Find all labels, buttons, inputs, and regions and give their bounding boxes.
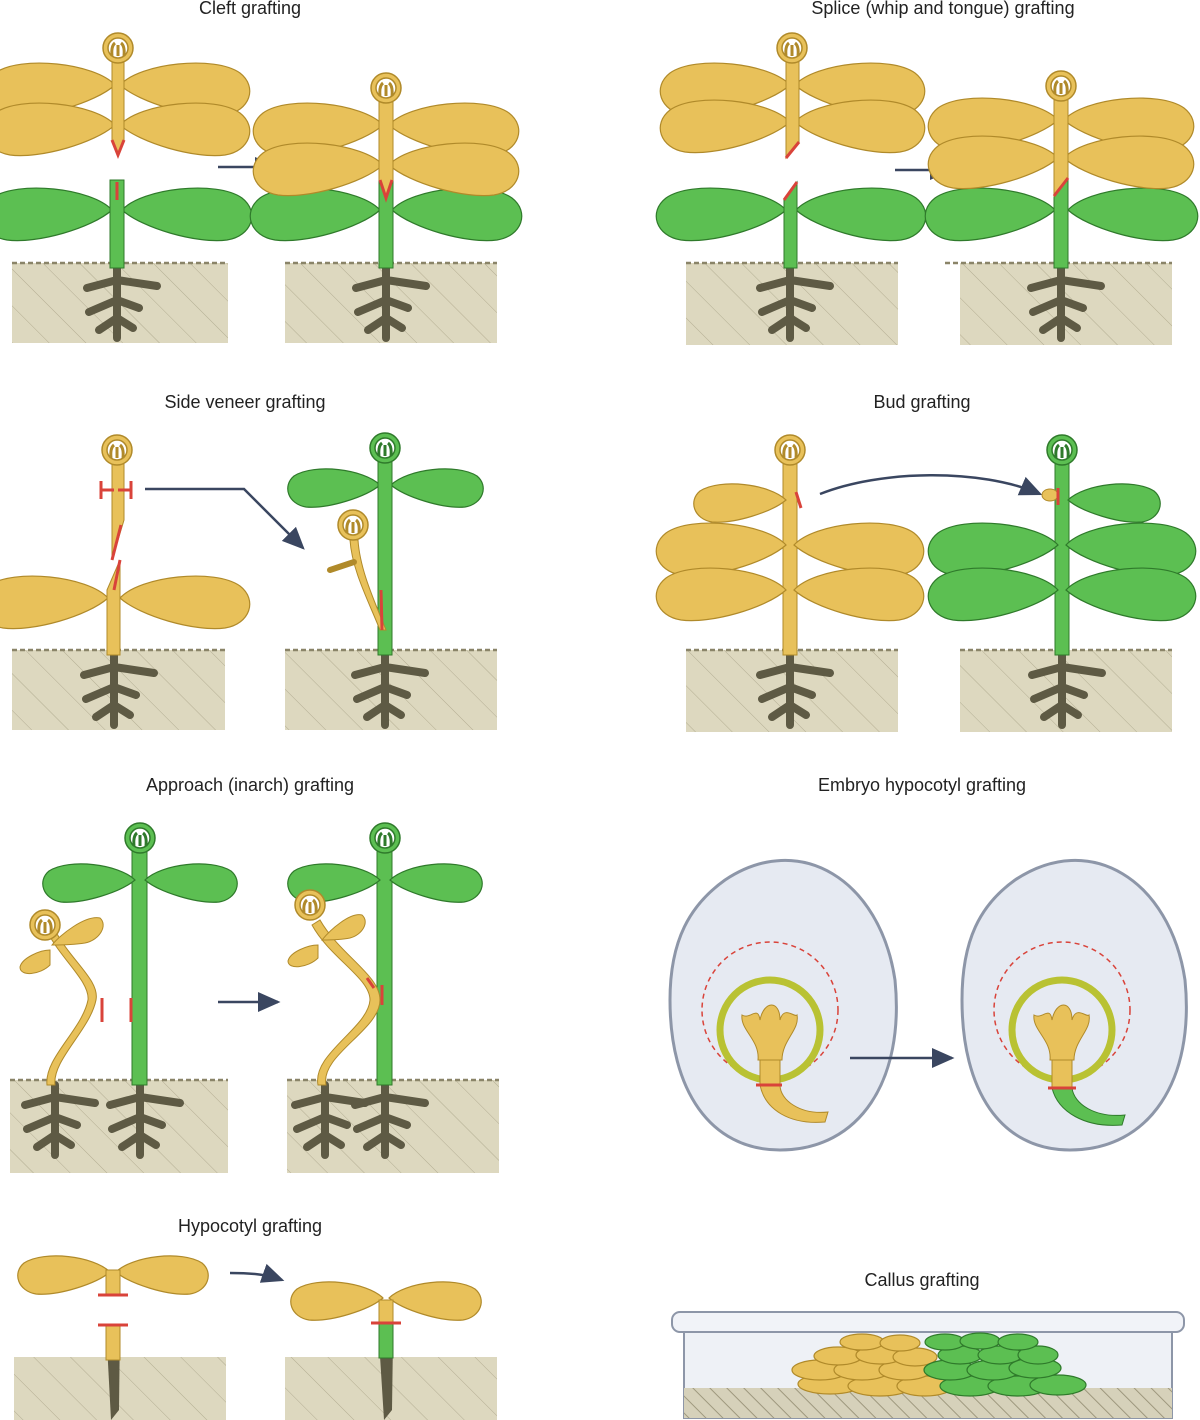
hypocotyl-panel bbox=[14, 1255, 497, 1420]
title-hypocotyl-grafting: Hypocotyl grafting bbox=[177, 1216, 323, 1236]
soil-block bbox=[14, 1357, 226, 1420]
title-bud-grafting: Bud grafting bbox=[873, 392, 971, 412]
embryo-panel bbox=[668, 859, 1188, 1152]
callus-panel bbox=[671, 1311, 1185, 1419]
green-callus bbox=[923, 1332, 1087, 1397]
petri-lid bbox=[671, 1311, 1185, 1333]
title-side-veneer-grafting: Side veneer grafting bbox=[164, 392, 326, 412]
title-callus-grafting: Callus grafting bbox=[864, 1270, 980, 1290]
yellow-callus bbox=[791, 1333, 954, 1397]
title-embryo-hypocotyl-grafting: Embryo hypocotyl grafting bbox=[817, 775, 1027, 795]
bud-panel bbox=[655, 433, 1197, 732]
approach-panel bbox=[10, 821, 499, 1173]
seed-left bbox=[668, 859, 898, 1152]
title-cleft-grafting: Cleft grafting bbox=[198, 0, 302, 18]
title-approach-grafting: Approach (inarch) grafting bbox=[145, 775, 355, 795]
seed-right bbox=[960, 859, 1188, 1152]
cleft-panel bbox=[0, 31, 523, 343]
side-veneer-panel bbox=[0, 431, 497, 730]
soil-block bbox=[287, 1080, 499, 1173]
title-splice-grafting: Splice (whip and tongue) grafting bbox=[811, 0, 1075, 18]
splice-panel bbox=[655, 31, 1199, 345]
